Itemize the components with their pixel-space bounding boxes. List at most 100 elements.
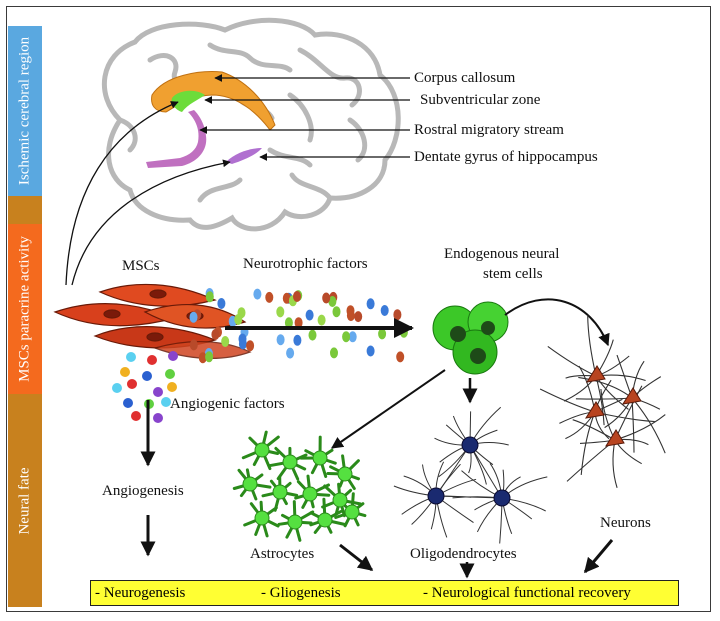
label-angiogenic-factors: Angiogenic factors bbox=[170, 396, 285, 412]
neuron-dendrite bbox=[566, 439, 616, 482]
neurotrophic-dot bbox=[293, 291, 301, 302]
arrow-to-astrocytes bbox=[331, 369, 446, 449]
outcome-gliogenesis: - Gliogenesis bbox=[261, 585, 341, 601]
neurotrophic-dot bbox=[378, 328, 387, 340]
astrocyte-body bbox=[254, 442, 270, 458]
neurotrophic-dot bbox=[354, 311, 363, 323]
angiogenic-dot bbox=[120, 367, 130, 377]
neurotrophic-dot bbox=[396, 351, 405, 363]
neurotrophic-dot bbox=[265, 291, 274, 303]
neuron-dendrite bbox=[612, 439, 618, 488]
angiogenic-dot bbox=[142, 371, 152, 381]
angiogenic-dot bbox=[153, 387, 163, 397]
rostral-migratory-stream-shape bbox=[146, 110, 207, 168]
angiogenic-dot bbox=[165, 369, 175, 379]
oligodendrocyte-body bbox=[461, 436, 479, 454]
astrocyte-body bbox=[272, 484, 288, 500]
label-astrocytes: Astrocytes bbox=[250, 546, 315, 562]
side-label-paracrine: MSCs paracrine activity bbox=[8, 224, 42, 394]
neurotrophic-dot bbox=[276, 334, 285, 346]
neurotrophic-dot bbox=[198, 352, 207, 364]
outcome-bar: - Neurogenesis - Gliogenesis - Neurologi… bbox=[90, 580, 679, 606]
neuron-soma bbox=[584, 401, 605, 419]
neurotrophic-dot bbox=[322, 292, 331, 304]
astrocyte-body bbox=[337, 466, 353, 482]
neurotrophic-dot bbox=[305, 309, 314, 321]
neurotrophic-dot bbox=[330, 347, 338, 359]
msc-to-svz-curve bbox=[65, 101, 179, 286]
neurotrophic-dot bbox=[286, 347, 295, 359]
neuron-soma bbox=[621, 387, 642, 405]
neurotrophic-dot bbox=[221, 336, 230, 347]
mscs-cells bbox=[53, 283, 252, 359]
arrow-astrocytes-to-outcome bbox=[339, 543, 374, 572]
label-endogenous-line1: Endogenous neural bbox=[444, 246, 560, 262]
astrocyte-body bbox=[317, 512, 333, 528]
subventricular-zone-shape bbox=[171, 90, 205, 112]
label-angiogenesis: Angiogenesis bbox=[102, 483, 184, 499]
label-mscs: MSCs bbox=[122, 258, 160, 274]
neuron-dendrite bbox=[631, 397, 666, 454]
brain-illustration bbox=[102, 17, 401, 232]
label-neurons: Neurons bbox=[600, 515, 651, 531]
neurotrophic-dot bbox=[342, 331, 351, 343]
oligodendrocyte-link bbox=[435, 495, 503, 499]
neurotrophic-dot bbox=[294, 317, 303, 329]
neurotrophic-dot bbox=[237, 307, 246, 319]
astrocyte-body bbox=[242, 476, 258, 492]
label-subventricular-zone: Subventricular zone bbox=[420, 92, 541, 108]
angiogenic-dot bbox=[126, 352, 136, 362]
angiogenic-dot bbox=[123, 398, 133, 408]
neurotrophic-dot bbox=[380, 305, 389, 316]
oligodendrocyte-body bbox=[427, 487, 445, 505]
astrocyte-body bbox=[332, 492, 348, 508]
neurotrophic-dot bbox=[211, 329, 220, 340]
neuron-dendrite bbox=[547, 345, 597, 377]
neurotrophic-dot bbox=[276, 306, 285, 318]
neuron-soma bbox=[604, 429, 625, 447]
oligodendrocyte-body bbox=[493, 489, 511, 507]
neurotrophic-dot bbox=[393, 309, 402, 321]
angiogenic-dot bbox=[147, 355, 157, 365]
dentate-gyrus-shape bbox=[226, 148, 262, 164]
neurotrophic-factor-dots bbox=[189, 288, 408, 364]
neurotrophic-dot bbox=[293, 334, 302, 346]
neurotrophic-dot bbox=[366, 345, 375, 357]
side-label-ischemic: Ischemic cerebral region bbox=[8, 26, 42, 196]
astrocyte-body bbox=[287, 514, 303, 530]
oligodendrocyte-link bbox=[435, 444, 471, 497]
neurotrophic-dot bbox=[346, 310, 355, 322]
neuron-dendrite bbox=[539, 388, 596, 413]
angiogenic-factor-dots bbox=[112, 351, 178, 423]
endogenous-stem-cells bbox=[432, 301, 509, 375]
msc-to-dentate-curve bbox=[71, 159, 231, 286]
angiogenic-dot bbox=[153, 413, 163, 423]
neurotrophic-dot bbox=[332, 306, 341, 318]
outcome-recovery: - Neurological functional recovery bbox=[423, 585, 631, 601]
side-label-neural-fate: Neural fate bbox=[8, 394, 42, 607]
oligodendrocyte-network bbox=[393, 406, 548, 544]
neuron-dendrite bbox=[631, 397, 635, 453]
label-neurotrophic-factors: Neurotrophic factors bbox=[243, 256, 368, 272]
neuron-network bbox=[539, 315, 666, 488]
neurotrophic-dot bbox=[246, 340, 255, 352]
corpus-callosum-shape bbox=[151, 71, 276, 131]
astrocyte-cluster bbox=[232, 430, 367, 542]
astrocyte-body bbox=[312, 450, 328, 466]
neurotrophic-dot bbox=[253, 288, 262, 300]
neurotrophic-dot bbox=[189, 311, 198, 323]
label-dentate-gyrus: Dentate gyrus of hippocampus bbox=[414, 149, 598, 165]
neurotrophic-dot bbox=[282, 292, 291, 304]
neurotrophic-dot bbox=[205, 291, 214, 303]
neurotrophic-dot bbox=[366, 298, 375, 310]
neurotrophic-dot bbox=[348, 331, 357, 343]
label-corpus-callosum: Corpus callosum bbox=[414, 70, 516, 86]
angiogenic-dot bbox=[112, 383, 122, 393]
neurotrophic-dot bbox=[189, 339, 198, 351]
neuron-dendrite bbox=[587, 315, 597, 377]
oligodendrocyte-link bbox=[469, 444, 503, 499]
label-endogenous-line2: stem cells bbox=[483, 266, 543, 282]
label-rostral-migratory-stream: Rostral migratory stream bbox=[414, 122, 564, 138]
astrocyte-body bbox=[254, 510, 270, 526]
